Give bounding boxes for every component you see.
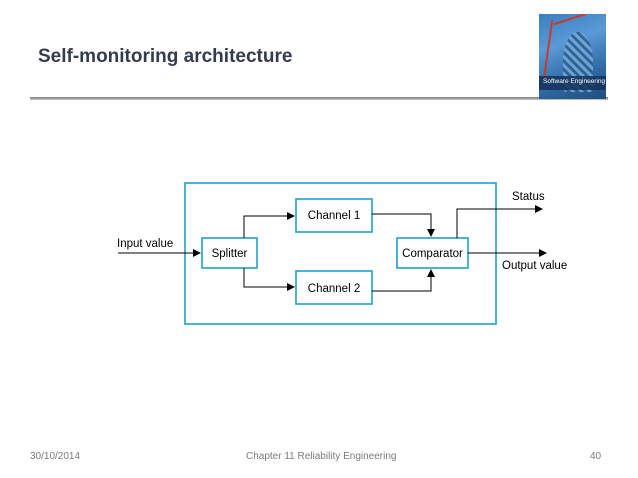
book-cover-image: Software Engineering: [539, 14, 606, 99]
channel2-label: Channel 2: [308, 283, 360, 295]
title-divider: [30, 97, 608, 100]
channel2-box: [295, 270, 373, 305]
splitter-to-channel1-arrow: [243, 212, 295, 238]
page-title: Self-monitoring architecture: [38, 46, 293, 67]
channel1-to-comparator-arrow: [372, 213, 435, 237]
splitter-box: [201, 237, 258, 269]
status-arrow: [456, 205, 543, 238]
footer-page-number: 40: [590, 451, 602, 462]
footer-chapter: Chapter 11 Reliability Engineering: [246, 451, 397, 462]
book-cover-label: Software Engineering: [543, 78, 606, 85]
footer-date: 30/10/2014: [30, 451, 81, 462]
channel2-to-comparator-arrow: [372, 269, 435, 292]
channel1-label: Channel 1: [308, 210, 360, 222]
splitter-label: Splitter: [212, 248, 248, 260]
channel1-box: [295, 198, 373, 233]
output-value-label: Output value: [502, 260, 567, 272]
comparator-box: [396, 237, 469, 269]
status-label: Status: [512, 191, 545, 203]
splitter-to-channel2-arrow: [243, 268, 295, 291]
comparator-label: Comparator: [402, 248, 463, 260]
input-value-label: Input value: [117, 238, 173, 250]
